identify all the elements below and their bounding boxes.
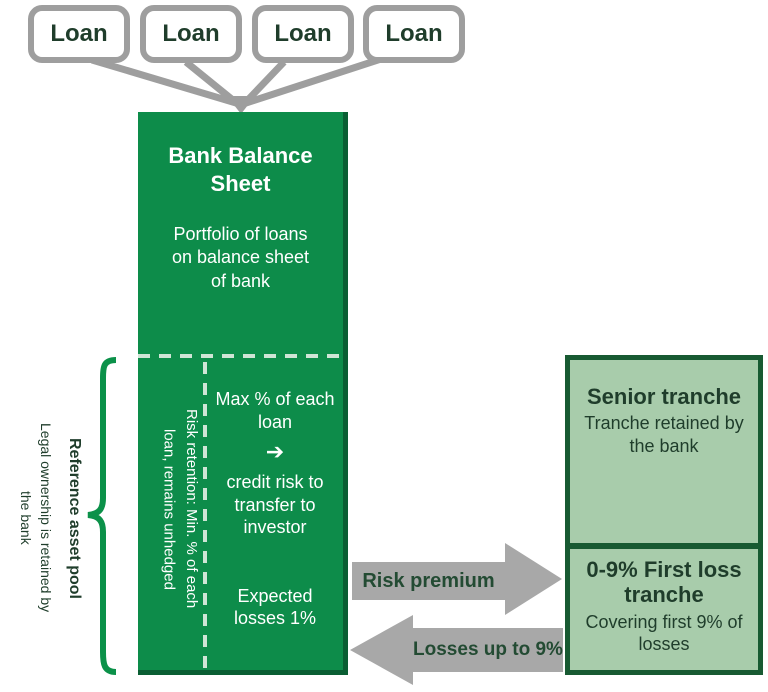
senior-tranche-subtitle: Tranche retained by the bank	[584, 413, 744, 456]
horizontal-dashed-divider	[138, 354, 343, 358]
risk-premium-label: Risk premium	[362, 569, 495, 592]
loan-box-label: Loan	[162, 20, 220, 47]
bank-balance-sheet-box: Bank Balance Sheet Portfolio of loans on…	[138, 112, 348, 675]
loan-connector-line	[244, 55, 383, 107]
reference-pool-subtext-line-1: Legal ownership is retained by	[38, 423, 55, 613]
senior-tranche-title: Senior tranche	[586, 384, 742, 409]
loan-box-1: Loan	[28, 5, 130, 63]
loan-box-3: Loan	[252, 5, 354, 63]
loan-box-label: Loan	[50, 20, 108, 47]
reference-pool-label: Reference asset pool Legal ownership is …	[4, 362, 84, 674]
vertical-dashed-divider	[203, 362, 207, 668]
loan-box-label: Loan	[274, 20, 332, 47]
tranche-stack: Senior tranche Tranche retained by the b…	[565, 355, 763, 675]
expected-losses-label: Expected losses 1%	[233, 585, 317, 629]
down-arrowhead-icon	[227, 96, 255, 114]
reference-pool-brace	[87, 357, 117, 675]
credit-risk-label: credit risk to transfer to investor	[226, 472, 324, 537]
senior-tranche-box: Senior tranche Tranche retained by the b…	[570, 360, 758, 543]
loan-box-4: Loan	[363, 5, 465, 63]
right-arrow-icon: ➔	[265, 439, 285, 464]
first-loss-tranche-title: 0-9% First loss tranche	[586, 557, 742, 608]
bank-box-title: Bank Balance Sheet	[168, 143, 313, 196]
bank-box-subtitle: Portfolio of loans on balance sheet of b…	[171, 224, 310, 291]
losses-arrow	[350, 615, 563, 685]
risk-retention-label: Risk retention: Min. % of each loan, rem…	[138, 374, 202, 644]
reference-pool-subtext-line-2: the bank	[17, 491, 34, 545]
risk-retention-line-1: Risk retention: Min. % of each	[183, 409, 200, 609]
loan-connector-lines	[90, 55, 383, 108]
reference-pool-heading: Reference asset pool	[66, 437, 83, 599]
first-loss-tranche-box: 0-9% First loss tranche Covering first 9…	[570, 549, 758, 656]
max-percent-label: Max % of each loan	[215, 389, 335, 432]
losses-label: Losses up to 9%	[413, 639, 563, 660]
risk-retention-line-2: loan, remains unhedged	[160, 428, 178, 590]
loan-box-2: Loan	[140, 5, 242, 63]
transfer-section: Max % of each loan ➔ credit risk to tran…	[207, 356, 343, 675]
loan-connector-line	[90, 56, 238, 107]
risk-premium-arrow	[352, 543, 562, 615]
tranche-divider	[570, 543, 758, 549]
first-loss-tranche-subtitle: Covering first 9% of losses	[585, 611, 743, 655]
loan-box-label: Loan	[385, 20, 443, 47]
